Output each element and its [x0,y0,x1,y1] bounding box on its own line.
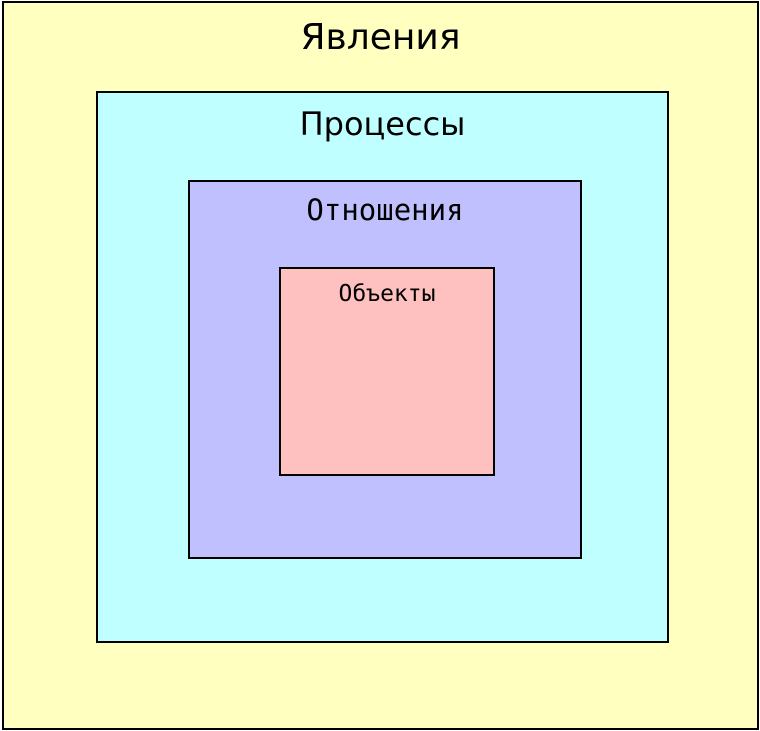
phenomena-label: Явления [300,17,461,58]
processes-label: Процессы [299,105,466,143]
objects-label: Объекты [338,281,436,307]
relations-label: Отношения [306,193,464,227]
objects-box: Объекты [279,267,495,476]
